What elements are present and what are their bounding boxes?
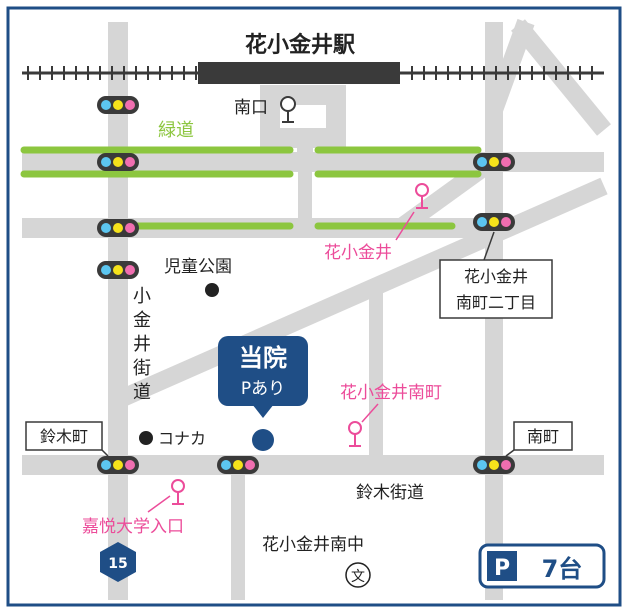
- clinic-title: 当院: [239, 344, 287, 372]
- road-diag-ne: [511, 19, 611, 136]
- road-diag-big: [114, 177, 608, 409]
- intersection-suzukicho: 鈴木町: [40, 427, 88, 446]
- traffic-signal-icon: [97, 219, 139, 237]
- green-path-lines: [20, 146, 482, 230]
- traffic-signal-icon: [97, 456, 139, 474]
- route-number: 15: [108, 556, 127, 572]
- parking-count: 7台: [542, 555, 583, 583]
- koganei-kaido-char: 街: [133, 358, 151, 379]
- traffic-signal-icon: [473, 456, 515, 474]
- intersection-box: [25, 421, 103, 451]
- koganei-kaido-char: 井: [133, 334, 151, 355]
- bus-stop-icon: [415, 183, 429, 209]
- leader-line: [361, 403, 379, 423]
- traffic-signal-icon: [97, 261, 139, 279]
- road-station-loop: [260, 85, 346, 148]
- konaka-label: コナカ: [158, 429, 206, 448]
- station-building: [198, 62, 400, 84]
- koganei-kaido-char: 道: [133, 382, 151, 403]
- parking-badge: P 7台: [478, 543, 606, 589]
- clinic-parking-note: Pあり: [241, 379, 285, 399]
- school-label: 花小金井南中: [262, 535, 364, 555]
- traffic-signals: [97, 96, 515, 474]
- clinic-location-dot: [252, 429, 274, 451]
- parking-icon: [487, 551, 517, 581]
- green-path-label: 緑道: [158, 120, 194, 141]
- bus-stop-hanakoganei: 花小金井: [324, 243, 392, 263]
- intersection-minamicho2-line2: 南町二丁目: [456, 293, 536, 312]
- konaka-marker: [139, 431, 153, 445]
- bus-stop-icon: [280, 96, 296, 123]
- traffic-signal-icon: [97, 153, 139, 171]
- leader-line: [101, 449, 109, 457]
- intersection-box: [513, 421, 573, 451]
- parking-icon-letter: P: [494, 556, 510, 581]
- park-marker: [205, 283, 219, 297]
- route-shield-icon: 15: [100, 542, 136, 582]
- leader-line: [395, 211, 415, 241]
- railway: [22, 62, 604, 84]
- koganei-kaido-char: 小: [133, 286, 151, 307]
- bus-stop-kaetsu-univ: 嘉悦大学入口: [82, 517, 184, 537]
- leader-line: [483, 231, 495, 261]
- bus-stop-icon: [348, 421, 362, 447]
- clinic-marker: 当院 Pあり: [218, 336, 308, 451]
- traffic-signal-icon: [473, 153, 515, 171]
- leader-line: [147, 495, 171, 513]
- traffic-signal-icon: [97, 96, 139, 114]
- school-icon: [345, 562, 371, 588]
- traffic-signal-icon: [217, 456, 259, 474]
- leader-line: [505, 449, 515, 457]
- station-name: 花小金井駅: [245, 32, 355, 58]
- koganei-kaido-char: 金: [133, 310, 151, 331]
- school-symbol: 文: [351, 569, 365, 585]
- intersection-minamicho2-line1: 花小金井: [464, 267, 528, 286]
- park-label: 児童公園: [164, 257, 232, 277]
- intersection-minamicho: 南町: [527, 427, 559, 446]
- traffic-signal-icon: [473, 213, 515, 231]
- suzuki-kaido-label: 鈴木街道: [356, 483, 424, 503]
- bus-stop-hanakoganei-minamicho: 花小金井南町: [340, 383, 442, 403]
- bus-stop-icon: [171, 479, 185, 505]
- south-exit-label: 南口: [234, 98, 268, 118]
- intersection-box: [439, 259, 553, 319]
